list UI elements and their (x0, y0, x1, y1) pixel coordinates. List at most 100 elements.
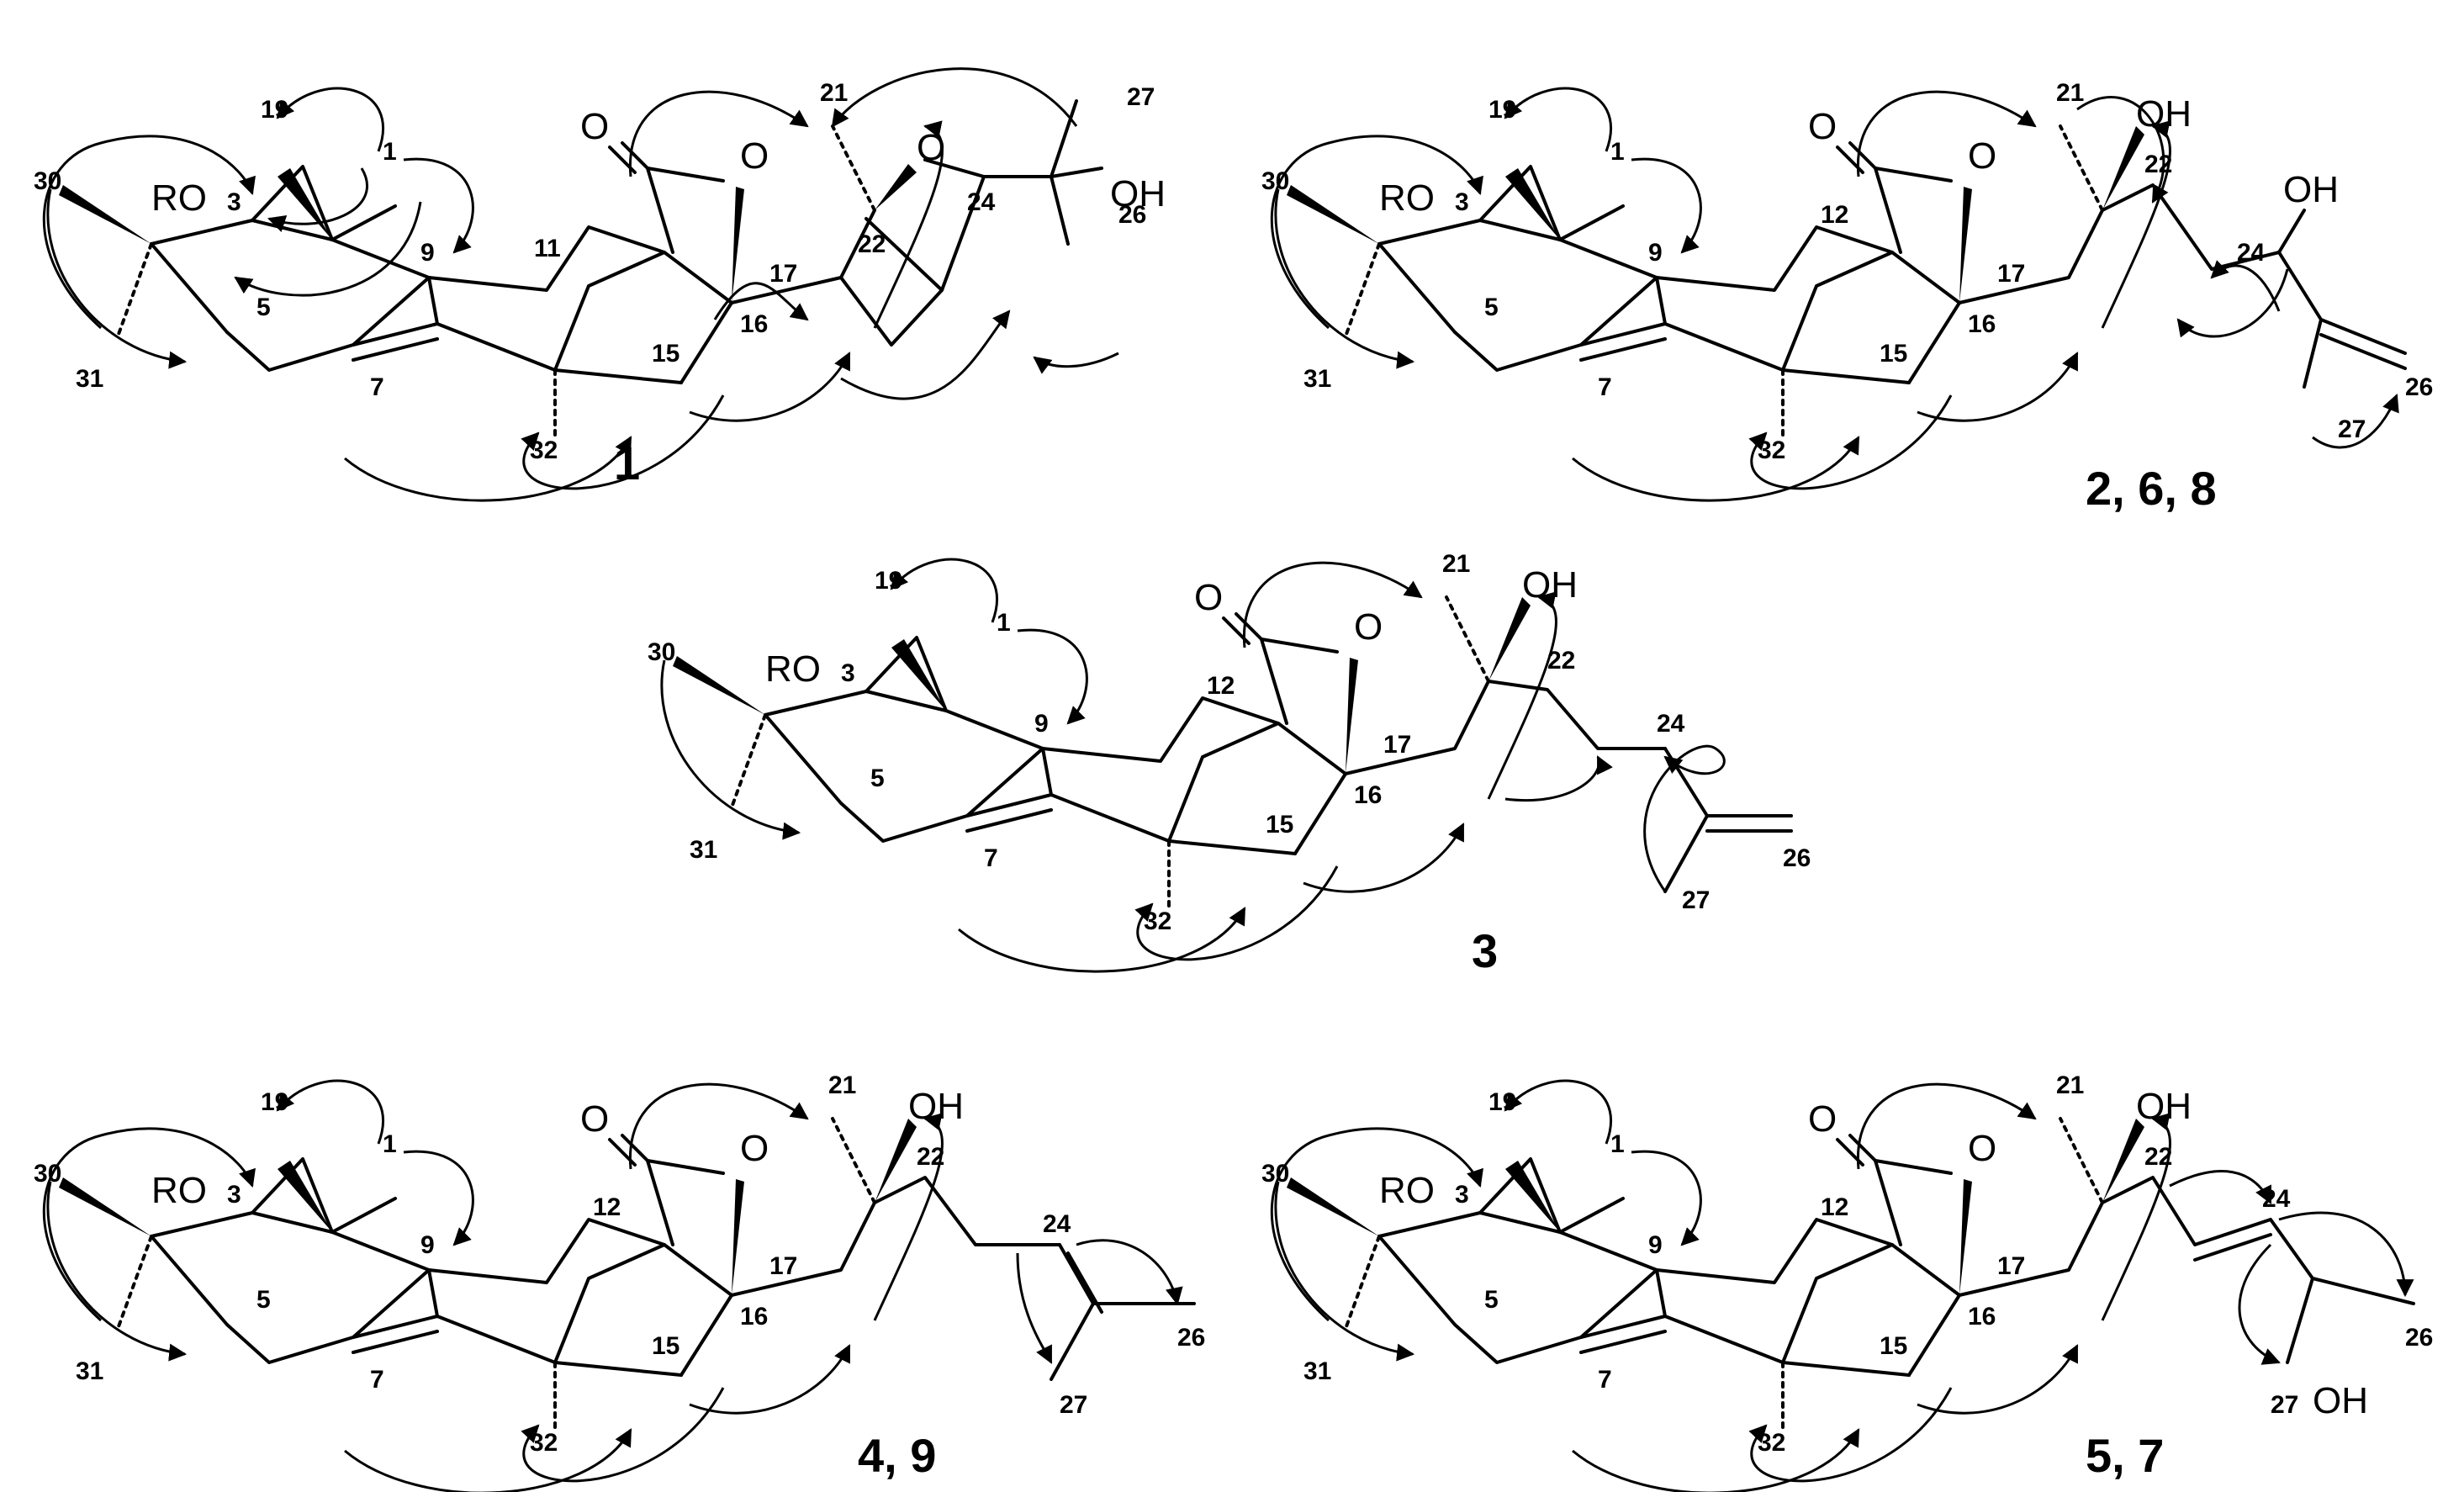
label-c15: 15 (1880, 340, 1907, 368)
label-c31: 31 (76, 1357, 103, 1385)
label-c19: 19 (1488, 1088, 1516, 1116)
skeleton-1 (59, 99, 1103, 439)
label-c32: 32 (530, 1429, 558, 1457)
label-c1: 1 (1610, 138, 1625, 166)
label-c7: 7 (984, 844, 998, 872)
label-c27: 27 (1127, 83, 1155, 111)
label-c19: 19 (1488, 96, 1516, 124)
label-c16: 16 (740, 1303, 768, 1331)
label-c17: 17 (769, 1252, 797, 1280)
label-c27: 27 (2271, 1391, 2298, 1419)
compound-label-5-7: 5, 7 (2086, 1429, 2164, 1482)
label-hydroxyl-25: OH (2313, 1380, 2368, 1421)
label-ro: RO (765, 648, 821, 690)
label-oxygen-lactone: O (1354, 606, 1383, 648)
labels-4: RO 3 19 1 30 31 5 7 9 12 16 17 15 32 21 … (34, 1071, 1205, 1482)
skeleton-5 (1287, 1117, 2415, 1431)
hmbc-arrows-4 (42, 1079, 1183, 1492)
label-c32: 32 (1758, 436, 1785, 464)
label-oxygen-lactone: O (1968, 135, 1996, 177)
label-c22: 22 (2144, 151, 2172, 178)
label-c17: 17 (1997, 260, 2025, 288)
hmbc-arrows-5 (1270, 1079, 2414, 1492)
label-c32: 32 (1144, 907, 1171, 935)
label-c16: 16 (1354, 781, 1382, 809)
label-c15: 15 (652, 1332, 679, 1360)
label-c27: 27 (1682, 886, 1710, 914)
label-c24: 24 (1657, 710, 1685, 738)
label-c15: 15 (652, 340, 679, 368)
labels-5: RO 3 19 1 30 31 5 7 9 12 16 17 15 32 21 … (1261, 1071, 2433, 1482)
label-c7: 7 (1598, 373, 1612, 401)
label-oxygen-carbonyl: O (1194, 577, 1223, 618)
label-ro: RO (1379, 177, 1435, 219)
label-c3: 3 (227, 188, 241, 216)
hmbc-arrows-3 (660, 558, 1726, 973)
label-c27: 27 (1060, 1391, 1087, 1419)
label-c16: 16 (1968, 310, 1996, 338)
label-c9: 9 (1034, 710, 1049, 738)
label-c12: 12 (1207, 672, 1235, 700)
label-c27: 27 (2338, 415, 2366, 443)
label-hydroxyl-20: OH (2136, 1086, 2192, 1127)
label-c31: 31 (1303, 365, 1331, 393)
label-c30: 30 (648, 638, 675, 666)
label-c31: 31 (76, 365, 103, 393)
label-oxygen-lactone: O (1968, 1128, 1996, 1169)
labels-3: RO 3 19 1 30 31 5 7 9 12 16 17 15 32 21 … (648, 550, 1811, 977)
label-c15: 15 (1880, 1332, 1907, 1360)
label-c3: 3 (227, 1181, 241, 1209)
skeleton-2 (1287, 124, 2407, 439)
label-oxygen-carbonyl: O (580, 1098, 609, 1140)
label-c26: 26 (2405, 373, 2433, 401)
label-c21: 21 (820, 79, 848, 107)
label-c5: 5 (256, 1286, 271, 1314)
labels-1: RO 3 19 1 30 31 5 7 9 11 16 17 15 32 21 … (34, 79, 1166, 489)
structure-2: RO 3 19 1 30 31 5 7 9 12 16 17 15 32 21 … (1261, 79, 2433, 515)
hmbc-arrows-1 (42, 67, 1119, 502)
label-c5: 5 (1484, 294, 1499, 321)
label-c1: 1 (1610, 1130, 1625, 1158)
label-c19: 19 (261, 96, 288, 124)
label-c22: 22 (1547, 647, 1575, 675)
label-c3: 3 (1455, 188, 1469, 216)
label-c30: 30 (1261, 1160, 1289, 1188)
compound-label-4-9: 4, 9 (858, 1429, 936, 1482)
compound-label-1: 1 (614, 436, 640, 489)
label-c31: 31 (690, 836, 717, 864)
label-c24: 24 (1043, 1210, 1071, 1238)
label-c21: 21 (2056, 1071, 2084, 1099)
label-hydroxyl: OH (1110, 173, 1166, 214)
label-c21: 21 (2056, 79, 2084, 107)
label-c7: 7 (370, 1366, 384, 1394)
structure-1: RO 3 19 1 30 31 5 7 9 11 16 17 15 32 21 … (34, 67, 1166, 502)
label-c19: 19 (875, 567, 902, 595)
label-oxygen-lactone: O (740, 1128, 769, 1169)
label-oxygen-lactone: O (740, 135, 769, 177)
label-c24: 24 (2262, 1185, 2291, 1213)
label-c21: 21 (1442, 550, 1470, 578)
label-hydroxyl-20: OH (908, 1086, 964, 1127)
label-c3: 3 (841, 659, 855, 687)
label-hydroxyl-20: OH (1522, 564, 1578, 606)
label-c24: 24 (967, 188, 996, 216)
skeleton-3 (673, 595, 1793, 910)
label-c30: 30 (1261, 167, 1289, 195)
label-oxygen-carbonyl: O (580, 106, 609, 147)
label-c17: 17 (1997, 1252, 2025, 1280)
label-c26: 26 (1177, 1324, 1205, 1352)
label-oxygen-carbonyl: O (1808, 106, 1837, 147)
label-c5: 5 (870, 765, 885, 792)
label-c3: 3 (1455, 1181, 1469, 1209)
label-ro: RO (151, 177, 207, 219)
label-c21: 21 (828, 1071, 856, 1099)
label-c17: 17 (1383, 731, 1411, 759)
label-hydroxyl-24: OH (2283, 169, 2339, 210)
label-c16: 16 (740, 310, 768, 338)
label-c7: 7 (370, 373, 384, 401)
label-c9: 9 (1648, 239, 1663, 267)
label-c16: 16 (1968, 1303, 1996, 1331)
compound-label-3: 3 (1472, 924, 1498, 977)
label-c1: 1 (383, 138, 397, 166)
